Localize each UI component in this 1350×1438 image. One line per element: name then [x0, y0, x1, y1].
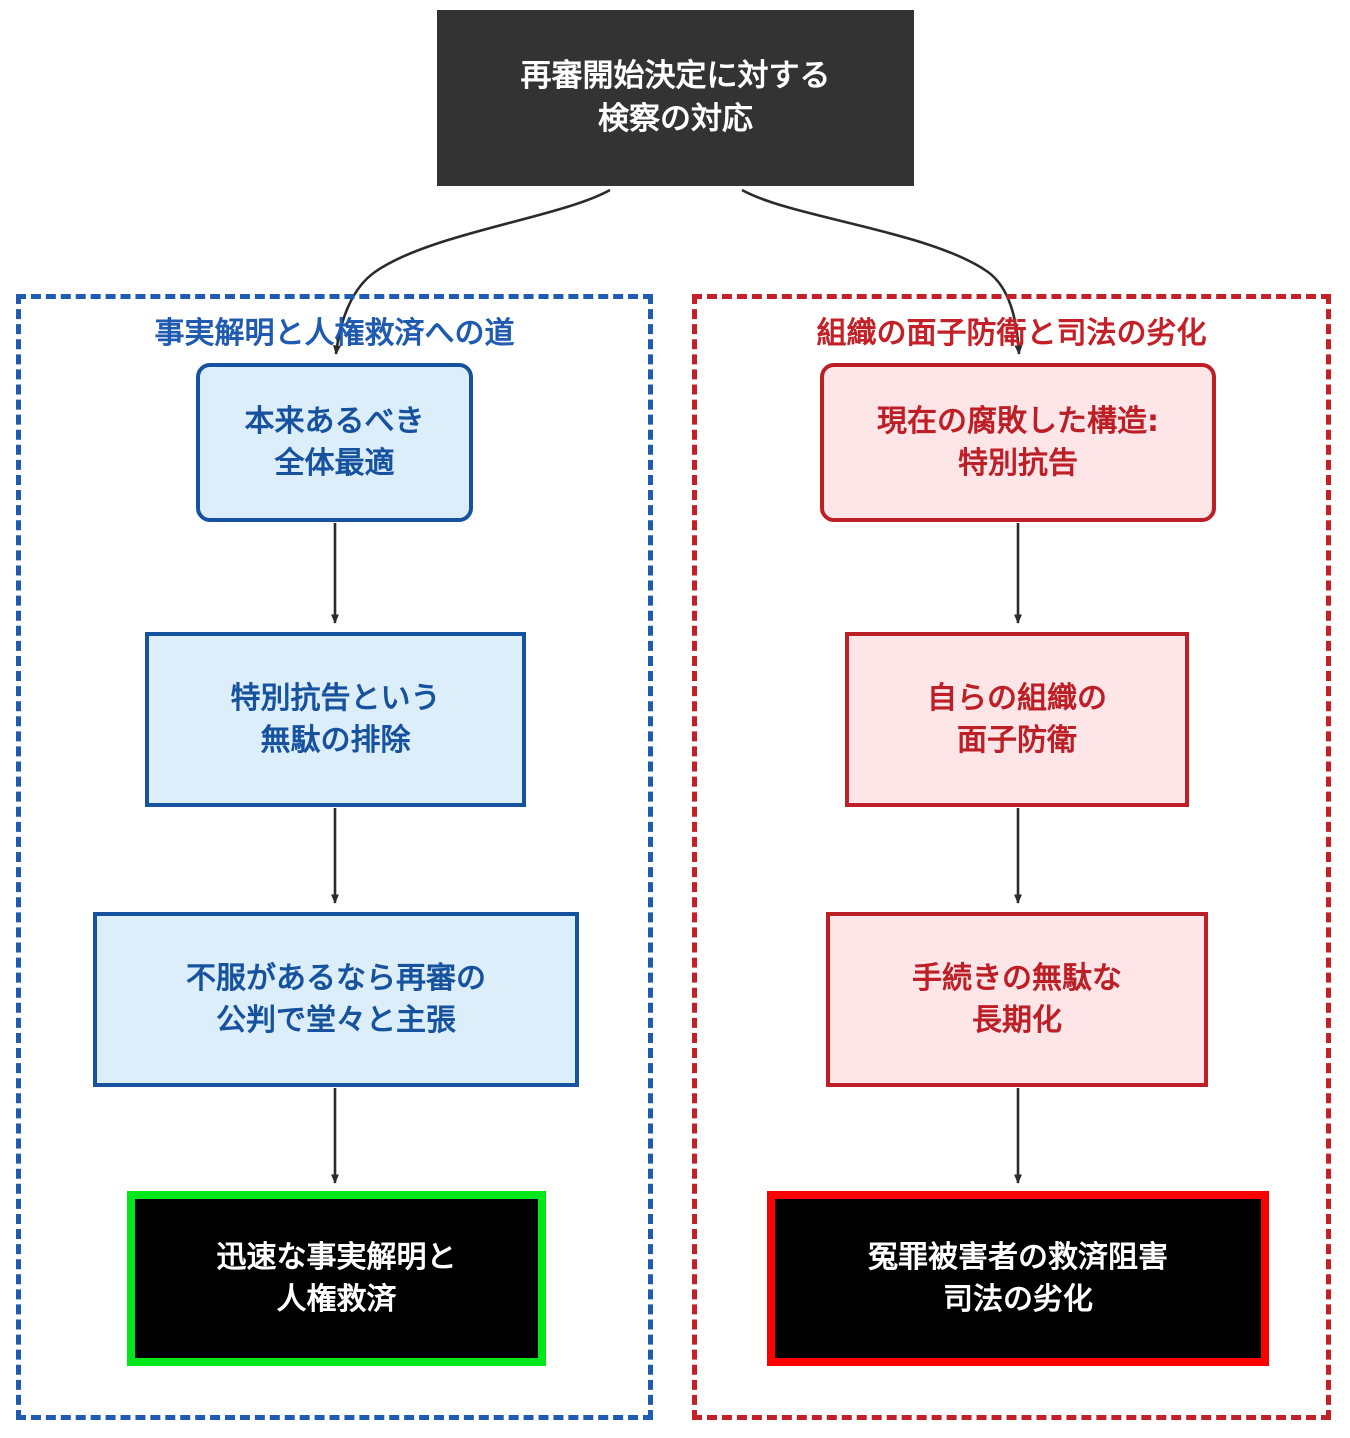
title-node[interactable]: 再審開始決定に対する 検察の対応 — [437, 10, 914, 186]
cluster-left-frame — [16, 294, 653, 1420]
node-fufuku-saishin-kohan-shucho[interactable]: 不服があるなら再審の 公判で堂々と主張 — [93, 912, 579, 1087]
node-tokubetsu-kokoku-muda-no-haijo[interactable]: 特別抗告という 無駄の排除 — [145, 632, 526, 807]
node-honrai-aru-beki-zentai-saiteki[interactable]: 本来あるべき 全体最適 — [196, 363, 473, 522]
node-genzai-no-fuhai-shita-kozo[interactable]: 現在の腐敗した構造: 特別抗告 — [820, 363, 1216, 522]
node-mizukara-no-soshiki-no-mentsu-boei[interactable]: 自らの組織の 面子防衛 — [845, 632, 1189, 807]
cluster-right-label: 組織の面子防衛と司法の劣化 — [816, 316, 1207, 351]
node-tetsuzuki-no-muda-na-chokika[interactable]: 手続きの無駄な 長期化 — [826, 912, 1208, 1087]
cluster-left-label: 事実解明と人権救済への道 — [154, 316, 515, 351]
node-enzai-higaisha-kyusai-sogai-shiho-no-rekka[interactable]: 冤罪被害者の救済阻害 司法の劣化 — [767, 1191, 1269, 1366]
node-jinsoku-jijitsu-kaimei-jinken-kyusai[interactable]: 迅速な事実解明と 人権救済 — [127, 1191, 546, 1366]
